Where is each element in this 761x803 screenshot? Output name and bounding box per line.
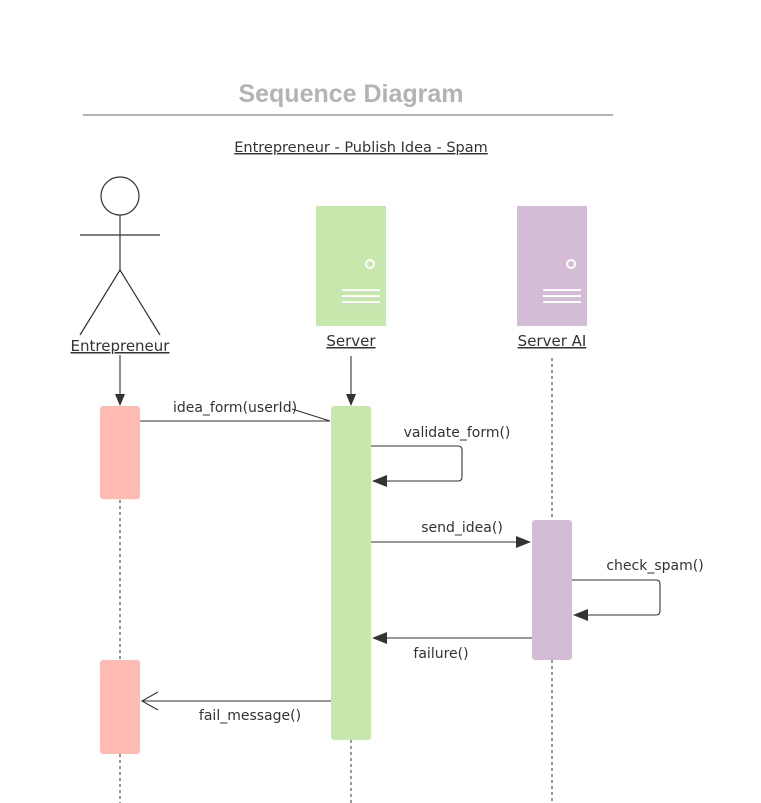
message-check-spam: check_spam() <box>572 558 704 621</box>
entrepreneur-actor: Entrepreneur <box>71 176 171 355</box>
message-failure: failure() <box>372 632 532 662</box>
message-label: send_idea() <box>421 520 503 536</box>
message-fail-message: fail_message() <box>140 691 331 724</box>
stick-figure-icon <box>79 176 161 336</box>
server-activation-bar <box>331 406 371 740</box>
message-arrow <box>371 445 463 482</box>
message-arrowhead <box>291 408 331 422</box>
server-ai-label: Server AI <box>518 332 587 350</box>
message-send-idea: send_idea() <box>371 520 531 548</box>
server-label: Server <box>326 332 376 350</box>
message-arrowhead <box>372 475 387 487</box>
message-arrowhead <box>372 632 387 644</box>
entrepreneur-activation-bar <box>100 660 140 754</box>
message-arrowhead <box>140 691 159 711</box>
server-ai-activation-bar <box>532 520 572 660</box>
message-validate-form: validate_form() <box>371 425 510 487</box>
server-ai-participant: Server AI <box>517 206 587 350</box>
message-arrow <box>572 579 661 616</box>
server-icon <box>517 206 587 326</box>
entrepreneur-activation-bar <box>100 406 140 499</box>
message-arrowhead <box>516 536 531 548</box>
message-label: idea_form(userId) <box>173 400 297 416</box>
diagram-subtitle: Entrepreneur - Publish Idea - Spam <box>234 140 488 156</box>
message-label: failure() <box>413 646 468 662</box>
message-label: validate_form() <box>404 425 511 441</box>
server-participant: Server <box>316 206 386 350</box>
message-label: check_spam() <box>606 558 703 574</box>
server-icon <box>316 206 386 326</box>
message-label: fail_message() <box>199 708 301 724</box>
message-idea-form: idea_form(userId) <box>140 400 331 422</box>
message-arrowhead <box>573 609 588 621</box>
entrepreneur-label: Entrepreneur <box>71 337 171 355</box>
diagram-title: Sequence Diagram <box>238 80 463 108</box>
